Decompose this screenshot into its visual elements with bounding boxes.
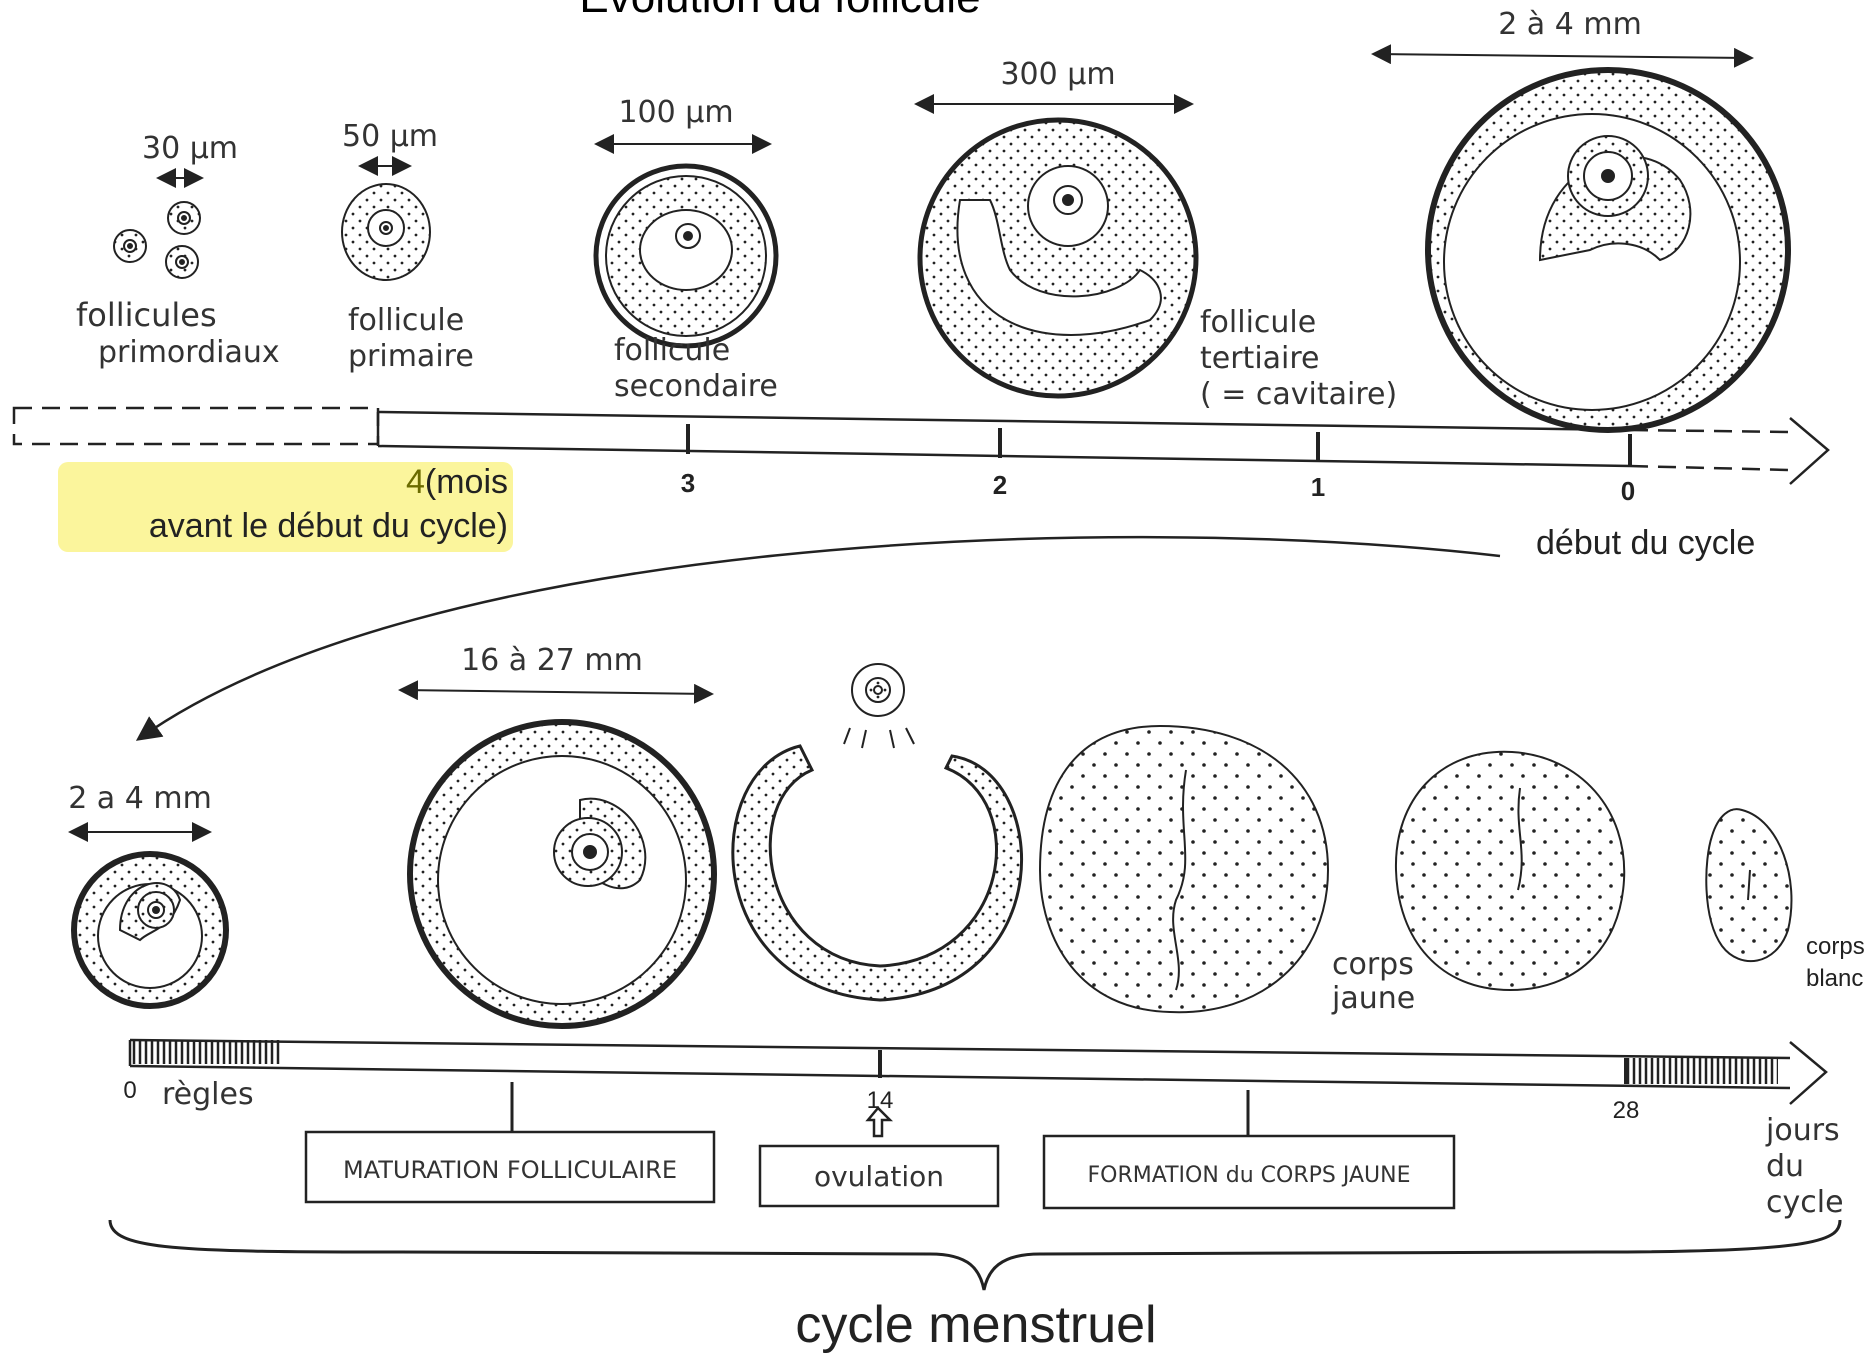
label-primordial-line1: follicules: [76, 296, 217, 334]
corpus-luteum-medium: [1396, 752, 1624, 990]
label-primary-line1: follicule: [348, 303, 464, 338]
antral-follicle-bottom: [74, 854, 226, 1006]
size-label-100um: 100 μm: [618, 95, 733, 130]
cycle-brace: [110, 1220, 1840, 1290]
bottom-tick-28: 28: [1613, 1097, 1640, 1124]
label-tertiary-line3: ( = cavitaire): [1200, 377, 1397, 412]
top-tick-1: 1: [1311, 472, 1325, 502]
axis-unit-line1: jours: [1765, 1113, 1840, 1148]
label-tertiary-line2: tertiaire: [1200, 341, 1320, 376]
box-corps-jaune-label: FORMATION du CORPS JAUNE: [1088, 1163, 1411, 1188]
mature-follicle: [410, 722, 714, 1026]
box-corps-jaune: FORMATION du CORPS JAUNE: [1044, 1136, 1454, 1208]
diagram-title: Évolution du follicule: [579, 0, 980, 22]
corpus-albicans: [1706, 809, 1791, 961]
bottom-tick-0: 0: [123, 1077, 136, 1104]
primordial-follicles: [114, 202, 200, 278]
axis-unit-line2: du: [1766, 1149, 1804, 1184]
size-label-300um: 300 μm: [1000, 57, 1115, 92]
corps-blanc-line2: blanc: [1806, 965, 1863, 992]
top-tick-0: 0: [1621, 476, 1635, 506]
box-maturation: MATURATION FOLLICULAIRE: [306, 1132, 714, 1202]
size-label-50um: 50 μm: [342, 119, 438, 154]
size-label-30um: 30 μm: [142, 131, 238, 166]
label-primordial-line2: primordiaux: [98, 335, 280, 370]
size-label-2-4mm-top: 2 à 4 mm: [1498, 7, 1642, 42]
size-label-16-27mm: 16 à 27 mm: [461, 643, 643, 678]
ovulating-follicle: [733, 664, 1022, 1000]
bottom-tick-14: 14: [867, 1087, 894, 1114]
primary-follicle: [342, 184, 430, 280]
size-arrow-16-27mm: [402, 690, 710, 694]
antral-follicle-top: [1428, 70, 1788, 430]
tertiary-follicle: [920, 120, 1196, 396]
box-ovulation-label: ovulation: [814, 1160, 944, 1193]
size-label-2-4mm-bottom: 2 a 4 mm: [68, 781, 212, 816]
axis-unit-line3: cycle: [1766, 1185, 1844, 1220]
corpus-luteum-large: [1040, 726, 1328, 1012]
regles-label: règles: [162, 1077, 254, 1112]
corps-blanc-line1: corps: [1806, 933, 1865, 960]
label-secondary-line1: follicule: [614, 333, 730, 368]
label-tertiary-line1: follicule: [1200, 305, 1316, 340]
cycle-menstruel-label: cycle menstruel: [795, 1296, 1156, 1353]
cycle-start-label: début du cycle: [1536, 524, 1755, 562]
box-ovulation: ovulation: [760, 1146, 998, 1206]
corps-jaune-line2: jaune: [1331, 981, 1415, 1016]
connector-arrow: [140, 537, 1500, 738]
secondary-follicle: [596, 166, 776, 346]
top-tick-2: 2: [993, 470, 1007, 500]
bottom-timeline: [130, 1040, 1826, 1136]
box-maturation-label: MATURATION FOLLICULAIRE: [343, 1156, 677, 1184]
label-primary-line2: primaire: [348, 339, 474, 374]
label-secondary-line2: secondaire: [614, 369, 778, 404]
size-arrow-2-4mm-top: [1375, 54, 1750, 58]
corps-jaune-line1: corps: [1332, 947, 1414, 982]
top-tick-3: 3: [681, 468, 695, 498]
